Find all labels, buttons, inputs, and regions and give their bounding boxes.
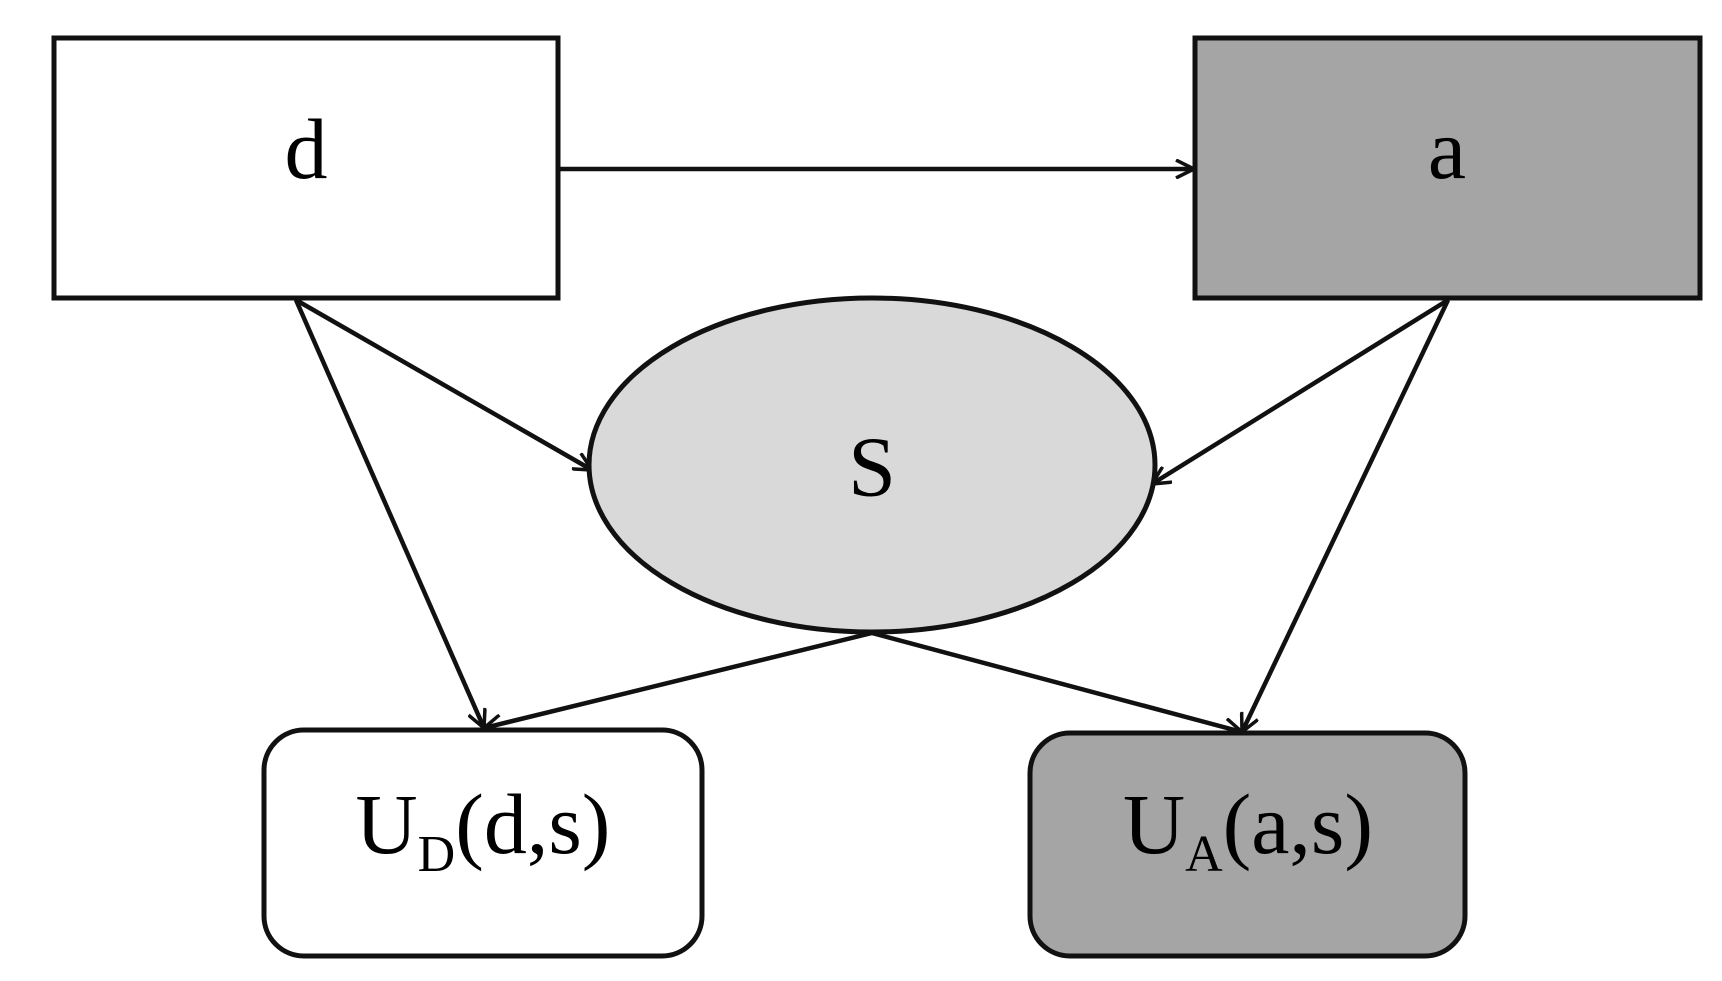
node-ud[interactable]: UD(d,s) (261, 727, 705, 959)
node-s[interactable]: S (586, 295, 1158, 635)
node-ua-subscript: A (1185, 826, 1223, 883)
node-a-box (1192, 35, 1703, 301)
edge-a-to-s (1152, 298, 1450, 484)
node-ua[interactable]: UA(a,s) (1027, 730, 1468, 959)
node-s-label: S (848, 419, 896, 515)
edge-layer (293, 169, 1451, 732)
node-s-ellipse (586, 295, 1158, 635)
node-d-box (51, 35, 561, 301)
node-ud-args: (d,s) (455, 776, 610, 872)
node-ud-label: UD(d,s) (356, 776, 611, 883)
node-a-label: a (1428, 101, 1466, 197)
node-ud-box (261, 727, 705, 959)
node-ud-base: U (356, 776, 418, 872)
node-d[interactable]: d (51, 35, 561, 301)
edge-s-to-ud (484, 630, 873, 728)
edge-d-to-s (294, 298, 592, 472)
node-d-label: d (285, 101, 328, 197)
node-ua-label: UA(a,s) (1123, 776, 1373, 883)
node-ua-box (1027, 730, 1468, 959)
edge-s-to-ua (871, 630, 1242, 732)
edge-d-to-ud (293, 299, 484, 728)
node-ua-base: U (1123, 776, 1185, 872)
edge-a-to-ua (1242, 299, 1451, 732)
node-ua-args: (a,s) (1223, 776, 1373, 872)
node-a[interactable]: a (1192, 35, 1703, 301)
node-ud-subscript: D (418, 826, 456, 883)
